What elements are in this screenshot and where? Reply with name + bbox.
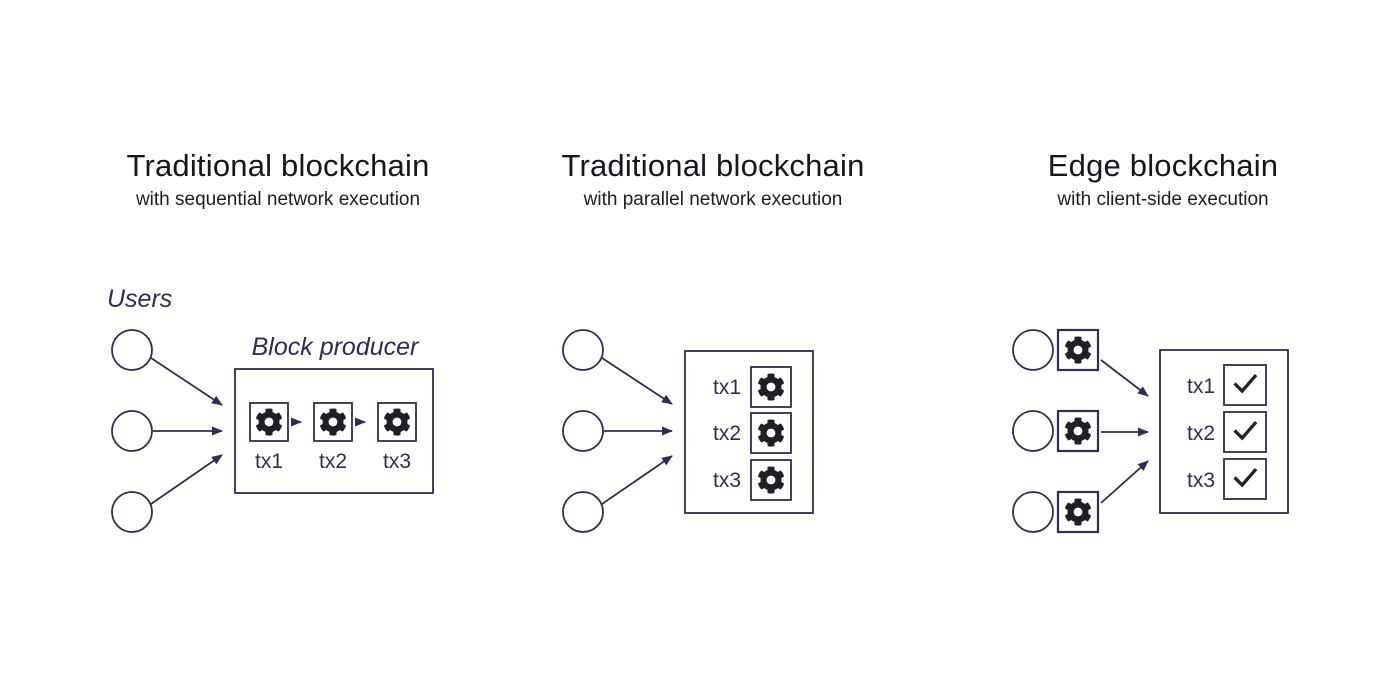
tx-box: [750, 366, 792, 408]
tx-box: [750, 459, 792, 501]
panel-subtitle: with sequential network execution: [135, 189, 421, 210]
panel-subtitle: with client-side execution: [1057, 189, 1269, 210]
block-producer-label: Block producer: [252, 333, 420, 361]
user-node: [1012, 329, 1054, 371]
user-node: [562, 410, 604, 452]
user-node: [562, 329, 604, 371]
tx-label: tx1: [255, 450, 283, 473]
tx-label: tx1: [1187, 375, 1215, 398]
tx-label: tx1: [713, 376, 741, 399]
tx-label: tx2: [1187, 422, 1215, 445]
parallel-diagram: tx1 tx2 tx3: [562, 329, 814, 533]
tx-box: [1223, 364, 1267, 406]
tx-label: tx3: [1187, 469, 1215, 492]
client-execution-box: [1056, 328, 1100, 372]
arrow: [601, 455, 673, 505]
sequential-diagram: Users Block producer tx1 tx2 tx3: [107, 285, 434, 533]
user-node: [562, 491, 604, 533]
arrow: [150, 454, 223, 505]
arrow: [601, 357, 673, 405]
block-box: [684, 350, 814, 514]
user-node: [111, 329, 153, 371]
edge-diagram: tx1 tx2 tx3: [1012, 328, 1289, 534]
user-node: [1012, 410, 1054, 452]
panel-title: Traditional blockchain: [561, 148, 865, 183]
panel-title: Traditional blockchain: [126, 148, 430, 183]
arrow: [1100, 359, 1149, 397]
client-execution-box: [1056, 490, 1100, 534]
user-node: [111, 491, 153, 533]
user-node: [1012, 491, 1054, 533]
client-execution-box: [1056, 409, 1100, 453]
tx-box: [750, 412, 792, 454]
tx-box: [1223, 411, 1267, 453]
arrow: [1100, 460, 1149, 504]
panel-header-parallel: Traditional blockchain with parallel net…: [513, 148, 913, 212]
arrow: [150, 357, 223, 406]
panel-subtitle: with parallel network execution: [583, 189, 843, 210]
tx-label: tx3: [713, 469, 741, 492]
tx-box: [1223, 458, 1267, 500]
panel-title: Edge blockchain: [1047, 148, 1279, 183]
user-node: [111, 410, 153, 452]
panel-header-edge: Edge blockchain with client-side executi…: [963, 148, 1363, 212]
tx-label: tx2: [319, 450, 347, 473]
tx-label: tx2: [713, 422, 741, 445]
tx-label: tx3: [383, 450, 411, 473]
users-label: Users: [107, 285, 172, 313]
panel-header-sequential: Traditional blockchain with sequential n…: [78, 148, 478, 212]
